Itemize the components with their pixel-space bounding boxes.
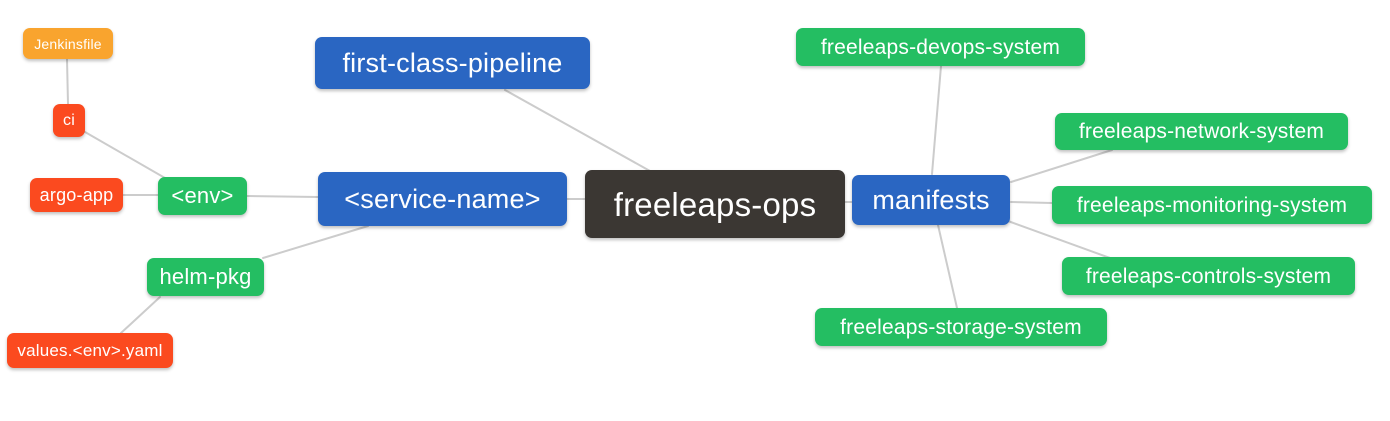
edge-manifests-controls-system: [1007, 220, 1111, 259]
edge-manifests-network-system: [1010, 149, 1113, 183]
edge-ci-env: [84, 131, 166, 179]
edge-jenkinsfile-ci: [66, 58, 69, 105]
node-manifests: manifests: [852, 175, 1010, 225]
node-label-devops-system: freeleaps-devops-system: [820, 35, 1061, 59]
node-label-argo-app: argo-app: [39, 185, 114, 205]
node-env: <env>: [158, 177, 247, 215]
node-label-freeleaps-ops: freeleaps-ops: [613, 185, 817, 223]
node-values-env-yaml: values.<env>.yaml: [7, 333, 173, 368]
node-label-first-class-pipeline: first-class-pipeline: [342, 47, 563, 78]
node-monitoring-system: freeleaps-monitoring-system: [1052, 186, 1372, 224]
node-storage-system: freeleaps-storage-system: [815, 308, 1107, 346]
node-argo-app: argo-app: [30, 178, 123, 212]
node-freeleaps-ops: freeleaps-ops: [585, 170, 845, 238]
node-devops-system: freeleaps-devops-system: [796, 28, 1085, 66]
node-label-storage-system: freeleaps-storage-system: [840, 315, 1082, 339]
node-helm-pkg: helm-pkg: [147, 258, 264, 296]
edge-helm-pkg-service-name: [262, 225, 369, 259]
node-label-network-system: freeleaps-network-system: [1078, 120, 1325, 143]
node-label-ci: ci: [63, 111, 75, 129]
node-label-env: <env>: [171, 183, 234, 208]
node-first-class-pipeline: first-class-pipeline: [315, 37, 590, 89]
node-ci: ci: [53, 104, 85, 137]
node-label-values-env-yaml: values.<env>.yaml: [17, 341, 163, 360]
edge-manifests-devops-system: [931, 65, 942, 175]
edge-values-env-yaml-helm-pkg: [120, 296, 161, 334]
edge-manifests-storage-system: [937, 224, 958, 309]
node-jenkinsfile: Jenkinsfile: [23, 28, 113, 59]
node-controls-system: freeleaps-controls-system: [1062, 257, 1355, 295]
node-label-jenkinsfile: Jenkinsfile: [34, 35, 102, 52]
edge-env-service-name: [246, 195, 319, 198]
node-service-name: <service-name>: [318, 172, 567, 226]
node-label-monitoring-system: freeleaps-monitoring-system: [1076, 193, 1348, 217]
edge-first-class-pipeline-freeleaps-ops: [504, 89, 651, 172]
node-label-manifests: manifests: [872, 184, 990, 215]
node-network-system: freeleaps-network-system: [1055, 113, 1348, 150]
node-label-helm-pkg: helm-pkg: [159, 264, 252, 289]
node-label-controls-system: freeleaps-controls-system: [1085, 264, 1332, 288]
edge-manifests-monitoring-system: [1010, 201, 1053, 204]
node-label-service-name: <service-name>: [344, 183, 541, 214]
